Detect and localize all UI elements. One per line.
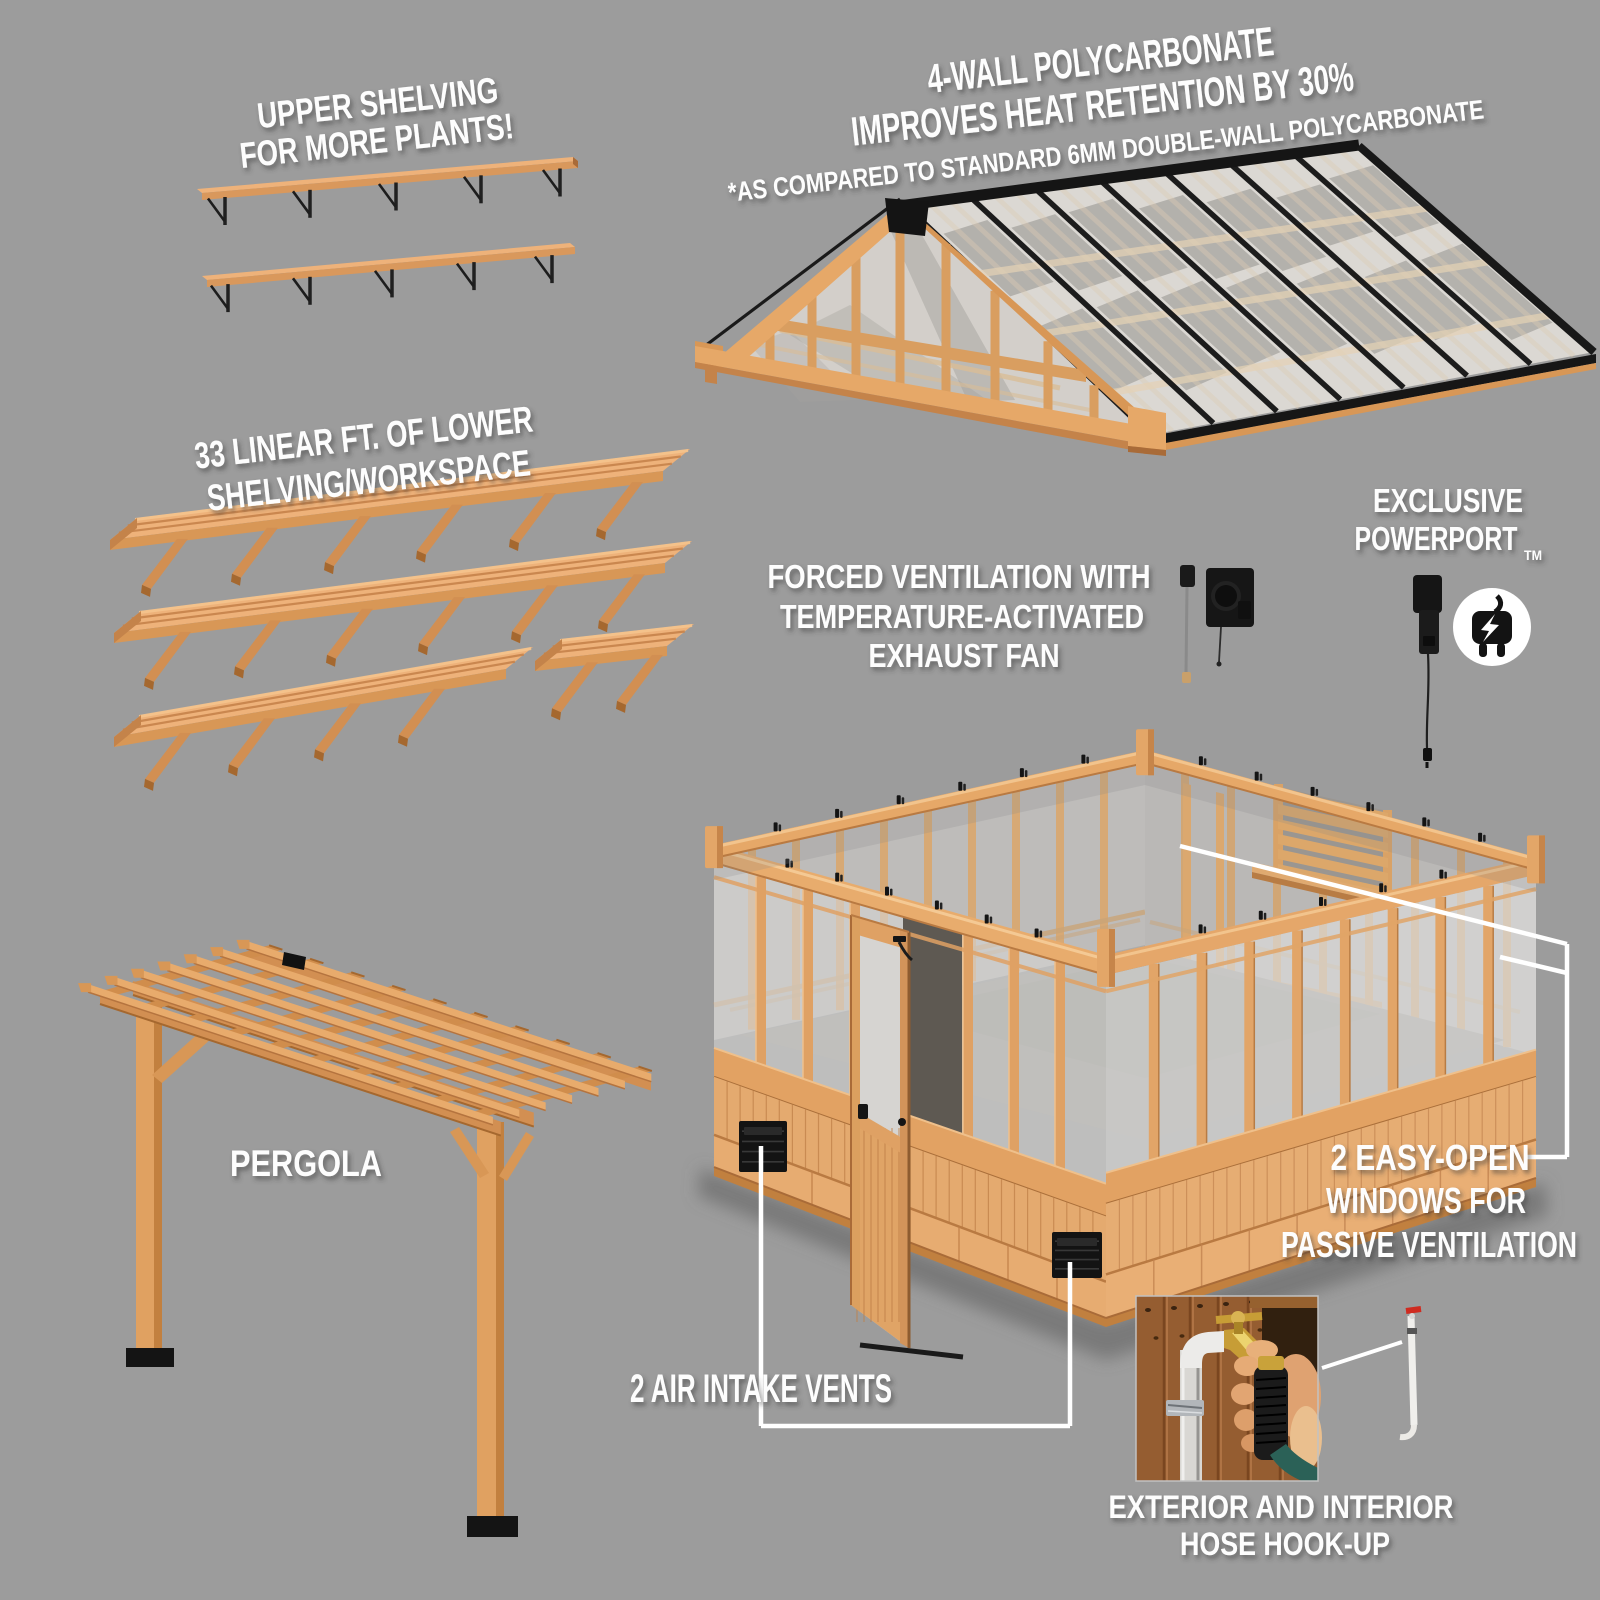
svg-text:2 AIR INTAKE VENTS: 2 AIR INTAKE VENTS	[630, 1367, 892, 1411]
svg-text:TEMPERATURE-ACTIVATED: TEMPERATURE-ACTIVATED	[780, 598, 1144, 635]
svg-text:POWERPORT: POWERPORT	[1355, 520, 1518, 557]
svg-text:EXHAUST FAN: EXHAUST FAN	[869, 637, 1060, 674]
svg-text:WINDOWS FOR: WINDOWS FOR	[1326, 1180, 1526, 1221]
svg-text:PERGOLA: PERGOLA	[230, 1143, 382, 1184]
svg-text:2 EASY-OPEN: 2 EASY-OPEN	[1331, 1137, 1530, 1178]
svg-text:EXCLUSIVE: EXCLUSIVE	[1373, 482, 1523, 519]
svg-text:HOSE HOOK-UP: HOSE HOOK-UP	[1180, 1526, 1390, 1562]
svg-text:PASSIVE VENTILATION: PASSIVE VENTILATION	[1281, 1224, 1577, 1265]
svg-text:EXTERIOR AND INTERIOR: EXTERIOR AND INTERIOR	[1109, 1489, 1454, 1525]
svg-text:FORCED VENTILATION WITH: FORCED VENTILATION WITH	[768, 558, 1151, 595]
svg-text:TM: TM	[1524, 547, 1542, 563]
